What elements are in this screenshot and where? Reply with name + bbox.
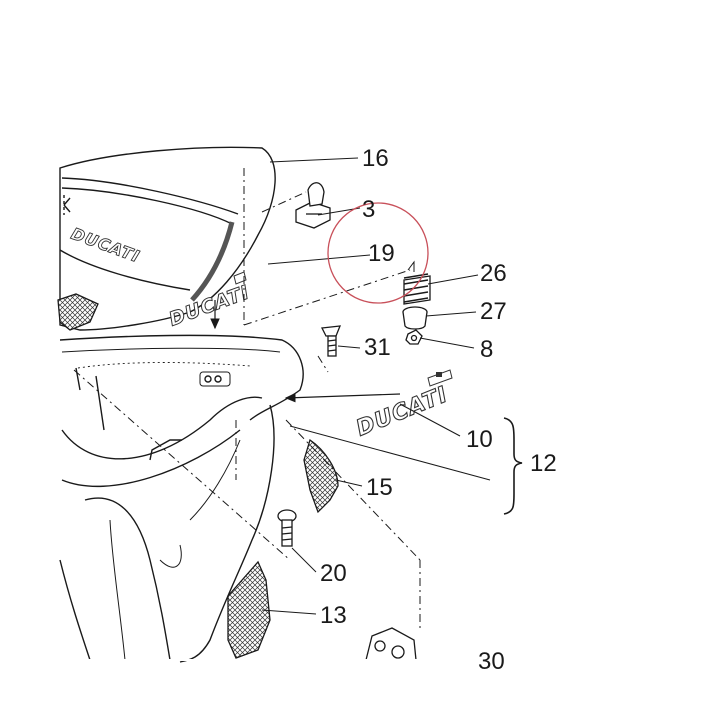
part-number-12: 12 — [530, 450, 557, 477]
bottom-mount — [365, 627, 417, 661]
screw-part-20 — [277, 509, 297, 547]
part-number-partial-text: 30 — [478, 648, 505, 675]
part-number-26: 26 — [480, 260, 507, 287]
assembly-lines — [73, 168, 421, 630]
part-number-27: 27 — [480, 298, 507, 325]
part-number-16: 16 — [362, 145, 389, 172]
seat-bracket — [57, 293, 99, 331]
nut-part — [405, 329, 423, 345]
screw-part-31 — [321, 325, 342, 357]
part-number-19: 19 — [368, 240, 395, 267]
part-number-10: 10 — [466, 426, 493, 453]
part-number-15: 15 — [366, 474, 393, 501]
fairing-decal-text: DUCATI — [353, 382, 452, 441]
highlight-circle — [327, 202, 429, 304]
spring-part — [403, 260, 431, 305]
part-number-20: 20 — [320, 560, 347, 587]
side-grille-right — [303, 438, 339, 514]
hook-part — [295, 182, 331, 229]
bushing-part — [402, 306, 428, 330]
group-brace — [503, 417, 523, 515]
seat — [59, 146, 276, 331]
direction-arrows — [210, 300, 401, 403]
part-number-3: 3 — [362, 196, 376, 223]
leader-lines — [261, 157, 491, 615]
side-grille-left — [227, 560, 271, 659]
tail-fairing — [59, 334, 304, 663]
part-number-partial: 30 — [478, 650, 505, 674]
part-number-13: 13 — [320, 602, 347, 629]
part-number-31: 31 — [364, 334, 391, 361]
part-number-8: 8 — [480, 336, 494, 363]
